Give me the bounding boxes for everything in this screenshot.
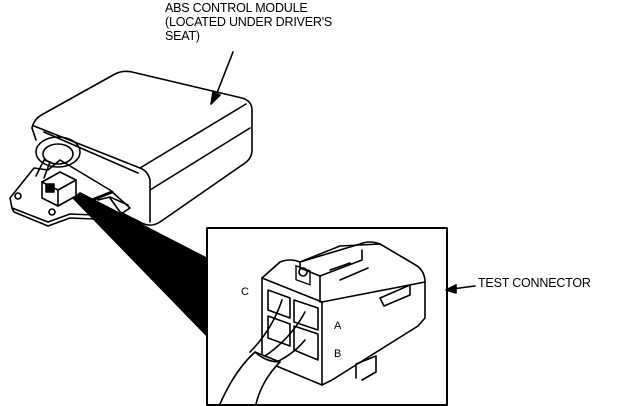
terminal-a-label: A	[334, 320, 342, 332]
terminal-b-label: B	[334, 348, 342, 360]
test-connector-detail	[219, 241, 426, 405]
module-label-line3: SEAT)	[165, 29, 200, 43]
zoom-wedge	[72, 192, 208, 338]
test-connector-label: TEST CONNECTOR	[478, 276, 591, 290]
module-leader-arrow	[210, 51, 234, 105]
terminal-c-label: C	[241, 286, 249, 298]
abs-control-module	[9, 70, 253, 227]
module-label-line1: ABS CONTROL MODULE	[165, 1, 308, 15]
test-connector-leader-arrow	[445, 284, 476, 294]
module-label-line2: (LOCATED UNDER DRIVER'S	[165, 15, 333, 29]
